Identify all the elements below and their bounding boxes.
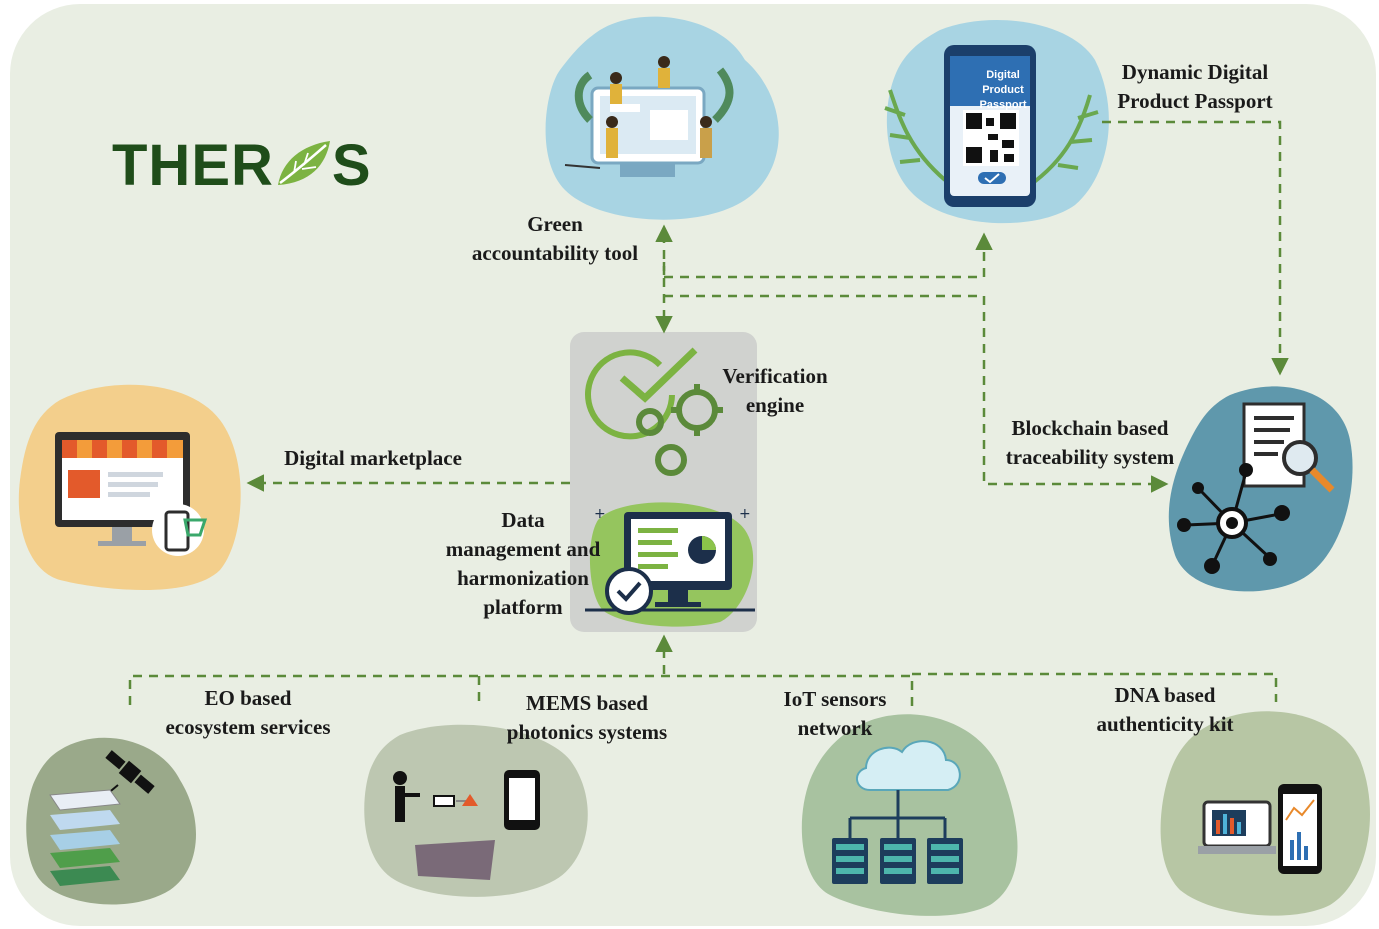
eo-illustration [26,737,197,905]
diagram-canvas: + + [10,4,1376,926]
phone-line-2: Product [982,84,1024,96]
blockchain-illustration [1168,386,1353,592]
connector-arrows [128,120,1289,706]
phone-screen-text: Digital Product Passport [965,68,1041,113]
label-green-tool: Green accountability tool [471,212,639,265]
phone-line-1: Digital [986,69,1020,81]
label-dna: DNA based authenticity kit [1096,683,1234,736]
label-passport: Dynamic Digital Product Passport [1117,60,1273,113]
theros-logo: THER S [112,132,372,199]
label-verification: Verification engine [722,364,828,417]
passport-illustration [884,20,1109,224]
green-tool-illustration [545,16,779,220]
label-mems: MEMS based photonics systems [506,691,668,744]
leaf-icon [277,141,330,185]
phone-line-3: Passport [979,99,1027,111]
iot-illustration [801,714,1018,916]
center-panel: + + [570,332,757,632]
diagram-graphics: + + [18,16,1370,916]
logo-text-left: THER [112,133,274,198]
label-blockchain: Blockchain based traceability system [1005,416,1175,469]
mems-illustration [364,724,588,897]
dna-illustration [1160,711,1370,916]
marketplace-illustration [18,384,241,590]
logo-text-right: S [331,133,372,198]
label-iot: IoT sensors network [783,687,887,740]
label-eo: EO based ecosystem services [165,686,331,739]
label-marketplace: Digital marketplace [284,446,462,470]
svg-text:+: + [594,506,606,522]
svg-text:+: + [739,506,751,522]
label-data-platform: Data management and harmonization platfo… [445,508,601,619]
